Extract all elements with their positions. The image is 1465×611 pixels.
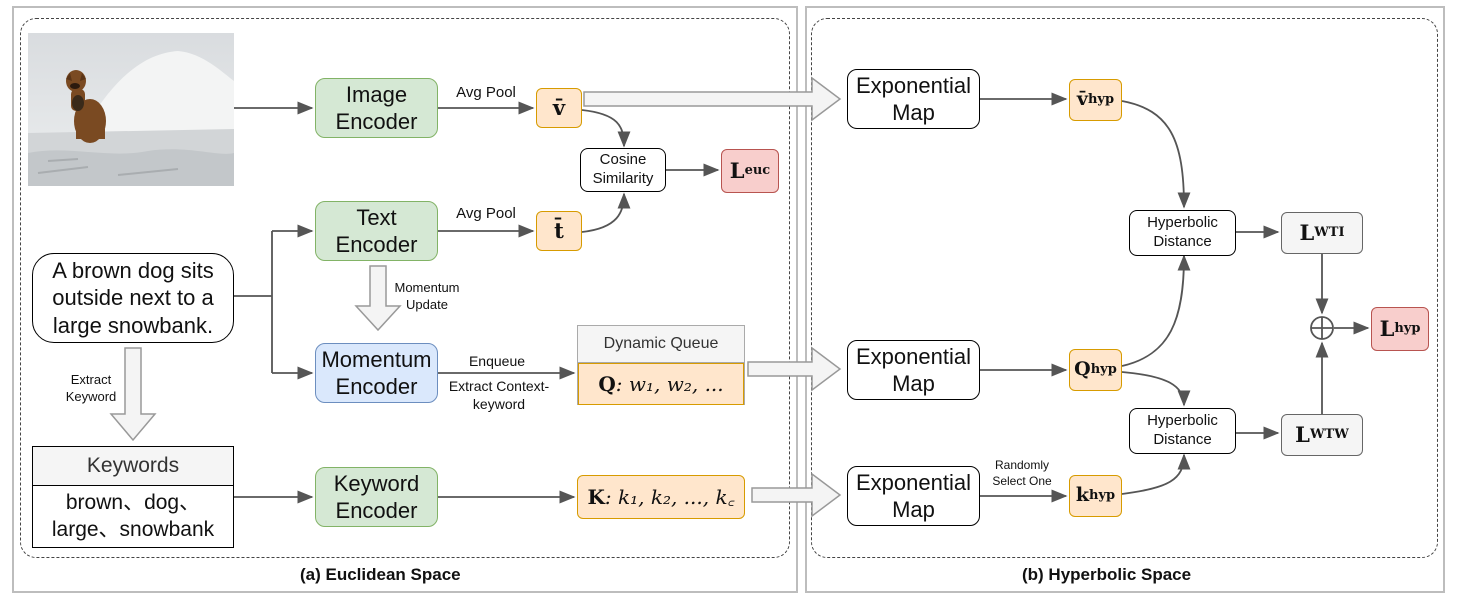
label-extract-context-keyword: Extract Context-keyword [448,378,550,413]
dynamic-queue: Dynamic Queue Q: w₁, w₂, ... [577,325,745,405]
hyperbolic-distance-2: Hyperbolic Distance [1129,408,1236,454]
label-avg-pool-image: Avg Pool [456,84,516,101]
keywords-list: brown、dog、large、snowbank [51,490,215,541]
exponential-map-2: Exponential Map [847,340,980,400]
text-encoder: Text Encoder [315,201,438,261]
label-enqueue: Enqueue [468,353,526,369]
label-avg-pool-text: Avg Pool [456,205,516,222]
hyperbolic-distance-1: Hyperbolic Distance [1129,210,1236,256]
hyperbolic-dashed-frame [811,18,1438,558]
label-randomly-select-one: Randomly Select One [992,458,1052,488]
keywords-box: Keywords brown、dog、large、snowbank [32,446,234,548]
arrow-v-to-cosine [581,109,631,148]
hollow-arrow-extract-keyword [109,347,157,442]
arrow-qhyp-to-hypdist2 [1121,371,1191,407]
euclidean-dashed-frame [20,18,790,558]
dynamic-queue-items: Q: w₁, w₂, ... [578,363,744,405]
image-encoder: Image Encoder [315,78,438,138]
hyperbolic-panel [805,6,1445,593]
label-momentum-update: Momentum Update [394,280,460,312]
exponential-map-3: Exponential Map [847,466,980,526]
momentum-encoder: Momentum Encoder [315,343,438,403]
hollow-arrow-queue-to-expmap [747,346,842,392]
v-bar-node: v̄ [536,88,582,128]
arrow-khyp-to-hypdist2 [1121,453,1191,495]
v-hyp-node: v̄hyp [1069,79,1122,121]
hollow-arrow-momentum-update [354,265,402,332]
k-set-node: K: k₁, k₂, ..., k꜀ [577,475,745,519]
arrow-t-to-cosine [581,192,631,233]
sum-operator-icon [1310,316,1334,340]
dog-in-snow-photo [28,33,234,186]
label-extract-keyword: Extract Keyword [65,372,117,404]
line-caption-branch [234,231,273,373]
arrow-qhyp-to-hypdist1 [1121,254,1191,367]
hollow-arrow-v-to-expmap [583,76,842,122]
cosine-similarity-node: Cosine Similarity [580,148,666,192]
exponential-map-1: Exponential Map [847,69,980,129]
hollow-arrow-k-to-expmap [751,472,842,518]
hyperbolic-caption: (b) Hyperbolic Space [1022,565,1192,584]
keywords-header: Keywords [33,447,233,486]
arrow-vhyp-to-hypdist1 [1121,100,1191,209]
t-bar-node: t̄ [536,211,582,251]
keyword-encoder: Keyword Encoder [315,467,438,527]
euclidean-panel [12,6,798,593]
dynamic-queue-header: Dynamic Queue [578,326,744,363]
caption-text-box: A brown dog sits outside next to a large… [32,253,234,343]
euclidean-caption: (a) Euclidean Space [300,565,461,584]
